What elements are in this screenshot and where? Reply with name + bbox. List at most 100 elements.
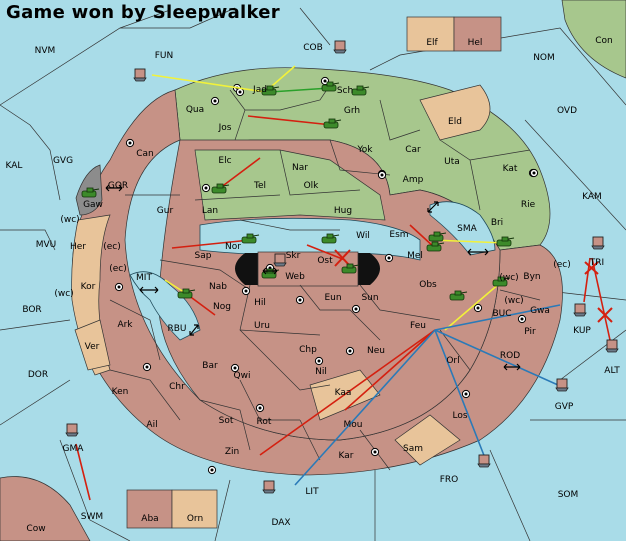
territory-label-jad[interactable]: Jad bbox=[252, 85, 267, 95]
sea-label-fro[interactable]: FRO bbox=[440, 475, 459, 485]
territory-label-sam[interactable]: Sam bbox=[403, 444, 423, 454]
army-icon[interactable] bbox=[321, 233, 340, 244]
territory-label-con[interactable]: Con bbox=[595, 36, 613, 46]
coast-label-wc1[interactable]: (wc) bbox=[60, 215, 79, 225]
sea-label-kup[interactable]: KUP bbox=[573, 326, 591, 336]
territory-label-nar[interactable]: Nar bbox=[292, 163, 308, 173]
army-icon[interactable] bbox=[177, 288, 196, 299]
territory-label-feu[interactable]: Feu bbox=[410, 321, 426, 331]
sea-label-fun[interactable]: FUN bbox=[155, 51, 174, 61]
army-icon[interactable] bbox=[211, 183, 230, 194]
territory-label-sap[interactable]: Sap bbox=[195, 251, 212, 261]
sea-label-gvp[interactable]: GVP bbox=[555, 402, 574, 412]
territory-label-elc[interactable]: Elc bbox=[218, 156, 231, 166]
territory-aba[interactable] bbox=[126, 489, 173, 529]
territory-label-web[interactable]: Web bbox=[285, 272, 305, 282]
territory-label-kar[interactable]: Kar bbox=[339, 451, 354, 461]
army-icon[interactable] bbox=[321, 81, 340, 92]
coast-label-wc3[interactable]: (wc) bbox=[499, 273, 518, 283]
territory-label-kor[interactable]: Kor bbox=[81, 282, 96, 292]
army-icon[interactable] bbox=[496, 236, 515, 247]
sea-label-cob[interactable]: COB bbox=[303, 43, 323, 53]
territory-hel[interactable] bbox=[453, 16, 502, 52]
territory-label-obs[interactable]: Obs bbox=[419, 280, 437, 290]
territory-ver[interactable] bbox=[74, 319, 111, 371]
territory-label-qua[interactable]: Qua bbox=[186, 105, 204, 115]
sea-label-rod[interactable]: ROD bbox=[500, 351, 520, 361]
army-icon[interactable] bbox=[426, 241, 445, 252]
fleet-icon[interactable] bbox=[333, 40, 347, 54]
territory-label-yok[interactable]: Yok bbox=[356, 145, 373, 155]
army-icon[interactable] bbox=[428, 231, 447, 242]
territory-label-pir[interactable]: Pir bbox=[524, 327, 536, 337]
territory-label-eld[interactable]: Eld bbox=[448, 117, 462, 127]
territory-label-kat[interactable]: Kat bbox=[503, 164, 518, 174]
army-icon[interactable] bbox=[492, 276, 511, 287]
fleet-icon[interactable] bbox=[591, 236, 605, 250]
territory-label-elf[interactable]: Elf bbox=[426, 38, 438, 48]
territory-orn[interactable] bbox=[171, 489, 218, 529]
territory-label-ost[interactable]: Ost bbox=[317, 256, 333, 266]
army-icon[interactable] bbox=[81, 187, 100, 198]
territory-label-her[interactable]: Her bbox=[70, 242, 86, 252]
territory-label-gwa[interactable]: Gwa bbox=[530, 306, 550, 316]
territory-label-mel[interactable]: Mel bbox=[407, 251, 423, 261]
territory-label-nil[interactable]: Nil bbox=[315, 367, 327, 377]
sea-label-dor[interactable]: DOR bbox=[28, 370, 48, 380]
sea-label-ovd[interactable]: OVD bbox=[557, 106, 577, 116]
fleet-icon[interactable] bbox=[65, 423, 79, 437]
fleet-icon[interactable] bbox=[573, 303, 587, 317]
territory-label-nab[interactable]: Nab bbox=[209, 282, 227, 292]
territory-label-zin[interactable]: Zin bbox=[225, 447, 239, 457]
sea-label-kam[interactable]: KAM bbox=[582, 192, 602, 202]
territory-label-los[interactable]: Los bbox=[452, 411, 467, 421]
territory-label-byn[interactable]: Byn bbox=[523, 272, 540, 282]
territory-label-aba[interactable]: Aba bbox=[141, 514, 158, 524]
territory-label-orn[interactable]: Orn bbox=[187, 514, 203, 524]
coast-label-ec1[interactable]: (ec) bbox=[103, 242, 121, 252]
territory-label-bri[interactable]: Bri bbox=[491, 218, 503, 228]
territory-label-qwi[interactable]: Qwi bbox=[234, 371, 251, 381]
territory-label-gur[interactable]: Gur bbox=[157, 206, 174, 216]
sea-label-gma[interactable]: GMA bbox=[63, 444, 85, 454]
territory-cow[interactable] bbox=[0, 476, 91, 541]
fleet-icon[interactable] bbox=[477, 454, 491, 468]
army-icon[interactable] bbox=[261, 85, 280, 96]
sea-label-nom[interactable]: NOM bbox=[533, 53, 555, 63]
territory-label-ail[interactable]: Ail bbox=[146, 420, 157, 430]
army-icon[interactable] bbox=[323, 118, 342, 129]
territory-label-nor[interactable]: Nor bbox=[225, 242, 241, 252]
coast-label-ec3[interactable]: (ec) bbox=[553, 260, 571, 270]
territory-label-lan[interactable]: Lan bbox=[202, 206, 218, 216]
sea-label-bor[interactable]: BOR bbox=[22, 305, 41, 315]
territory-label-kaa[interactable]: Kaa bbox=[335, 388, 352, 398]
territory-label-rot[interactable]: Rot bbox=[257, 417, 272, 427]
territory-label-can[interactable]: Can bbox=[136, 149, 154, 159]
territory-label-nog[interactable]: Nog bbox=[213, 302, 231, 312]
territory-label-amp[interactable]: Amp bbox=[403, 175, 424, 185]
army-icon[interactable] bbox=[341, 263, 360, 274]
territory-label-chr[interactable]: Chr bbox=[169, 382, 185, 392]
fleet-icon[interactable] bbox=[605, 339, 619, 353]
territory-label-eun[interactable]: Eun bbox=[324, 293, 341, 303]
sea-label-swm[interactable]: SWM bbox=[81, 512, 103, 522]
territory-label-ver[interactable]: Ver bbox=[85, 342, 100, 352]
coast-label-wc2[interactable]: (wc) bbox=[54, 289, 73, 299]
territory-label-sun[interactable]: Sun bbox=[361, 293, 378, 303]
territory-label-olk[interactable]: Olk bbox=[304, 181, 320, 191]
sea-label-nvm[interactable]: NVM bbox=[35, 46, 56, 56]
territory-label-mou[interactable]: Mou bbox=[344, 420, 363, 430]
territory-label-jos[interactable]: Jos bbox=[218, 123, 232, 133]
territory-label-chp[interactable]: Chp bbox=[299, 345, 317, 355]
territory-label-gaw[interactable]: Gaw bbox=[83, 200, 103, 210]
territory-label-car[interactable]: Car bbox=[405, 145, 421, 155]
territory-label-cow[interactable]: Cow bbox=[26, 524, 45, 534]
sea-label-rbu[interactable]: RBU bbox=[167, 324, 186, 334]
territory-label-sot[interactable]: Sot bbox=[219, 416, 234, 426]
territory-label-uta[interactable]: Uta bbox=[444, 157, 460, 167]
territory-label-sch[interactable]: Sch bbox=[337, 86, 353, 96]
territory-label-tel[interactable]: Tel bbox=[253, 181, 266, 191]
coast-label-wc4[interactable]: (wc) bbox=[504, 296, 523, 306]
army-icon[interactable] bbox=[351, 85, 370, 96]
army-icon[interactable] bbox=[449, 290, 468, 301]
